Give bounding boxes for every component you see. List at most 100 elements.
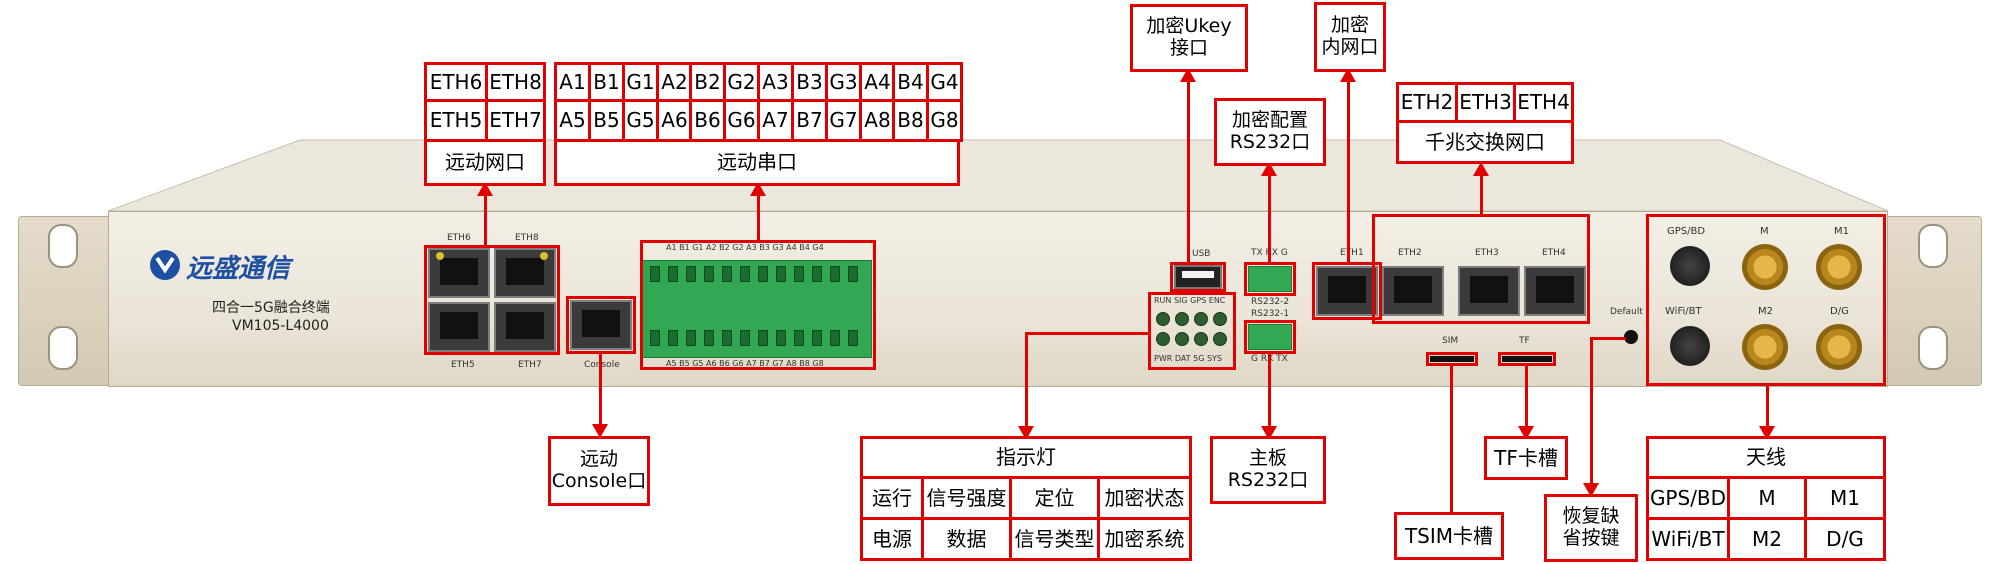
callout-serial-pin: B2	[689, 62, 726, 102]
port-label-eth6: ETH6	[447, 233, 471, 243]
reset-button[interactable]	[1624, 330, 1638, 344]
port-label-eth5: ETH5	[451, 360, 475, 370]
highlight-tf	[1498, 352, 1556, 366]
model-number: VM105-L4000	[232, 318, 329, 334]
terminal-pin	[650, 266, 660, 282]
callout-serial-pin: A3	[757, 62, 794, 102]
wifi-antenna-connector[interactable]	[1670, 326, 1710, 366]
rs232-config-terminal[interactable]	[1248, 266, 1292, 292]
sim-label: SIM	[1442, 336, 1459, 346]
tf-label: TF	[1519, 336, 1530, 346]
callout-serial-pin: B7	[791, 99, 828, 142]
callout-eth5: ETH5	[424, 99, 488, 142]
callout-ukey: 加密Ukey 接口	[1130, 4, 1248, 72]
terminal-pin	[848, 266, 858, 282]
callout-tsim: TSIM卡槽	[1394, 512, 1504, 560]
antenna-label-m2: M2	[1758, 306, 1773, 317]
callout-main-rs232: 主板 RS232口	[1210, 436, 1326, 504]
callout-eth6: ETH6	[424, 62, 488, 102]
eth1-port[interactable]	[1316, 266, 1378, 316]
eth5-port[interactable]	[428, 302, 490, 352]
tf-slot[interactable]	[1502, 356, 1552, 362]
mount-slot-icon	[1918, 326, 1948, 370]
leader-line	[1766, 386, 1769, 428]
antenna-label-gps: GPS/BD	[1667, 226, 1706, 237]
callout-inner-net: 加密 内网口	[1314, 2, 1386, 72]
callout-indicator-cell: 加密状态	[1097, 476, 1192, 520]
callout-serial-pin: B4	[892, 62, 929, 102]
console-port[interactable]	[570, 300, 632, 350]
usb-tongue	[1182, 271, 1214, 278]
callout-tf: TF卡槽	[1484, 436, 1568, 480]
callout-indicator-title: 指示灯	[860, 436, 1192, 479]
eth2-port[interactable]	[1382, 266, 1444, 316]
terminal-pin	[686, 330, 696, 346]
terminal-pin	[722, 330, 732, 346]
callout-switch-title: 千兆交换网口	[1396, 120, 1574, 164]
m-antenna-connector[interactable]	[1742, 244, 1788, 290]
callout-serial-pin: A7	[757, 99, 794, 142]
callout-eth7: ETH7	[485, 99, 546, 142]
leader-line	[1480, 168, 1483, 214]
callout-eth-title: 远动网口	[424, 139, 546, 186]
m1-antenna-connector[interactable]	[1816, 244, 1862, 290]
port-label-eth3: ETH3	[1475, 248, 1499, 258]
terminal-pin	[758, 330, 768, 346]
callout-serial-pin: A4	[859, 62, 896, 102]
eth4-port[interactable]	[1524, 266, 1586, 316]
dg-antenna-connector[interactable]	[1816, 324, 1862, 370]
callout-serial-pin: A5	[554, 99, 591, 142]
callout-serial-pin: G6	[723, 99, 760, 142]
model-name: 四合一5G融合终端	[212, 300, 330, 316]
antenna-label-m: M	[1760, 226, 1769, 237]
gps-antenna-connector[interactable]	[1670, 246, 1710, 286]
highlight-antennas	[1646, 214, 1886, 386]
callout-eth3: ETH3	[1455, 82, 1516, 123]
status-led-icon	[1156, 312, 1170, 326]
eth7-port[interactable]	[494, 302, 556, 352]
callout-reset: 恢复缺 省按键	[1544, 494, 1638, 562]
terminal-pin	[650, 330, 660, 346]
highlight-eth1	[1312, 262, 1382, 320]
callout-antenna-cell: GPS/BD	[1646, 476, 1730, 520]
callout-serial-pin: B5	[588, 99, 625, 142]
status-led-icon	[1213, 332, 1227, 346]
default-label: Default	[1610, 307, 1643, 317]
callout-antenna-cell: M2	[1727, 517, 1807, 561]
callout-serial-pin: A8	[859, 99, 896, 142]
callout-serial-pin: A1	[554, 62, 591, 102]
callout-eth8: ETH8	[485, 62, 546, 102]
logo-text: 远盛通信	[186, 254, 291, 284]
led-label-top: RUN SIG GPS ENC	[1154, 296, 1226, 305]
led-label-bottom: PWR DAT 5G SYS	[1154, 354, 1223, 363]
leader-line	[1268, 354, 1271, 428]
terminal-pin	[794, 266, 804, 282]
sim-slot[interactable]	[1430, 356, 1474, 362]
highlight-console	[566, 296, 636, 354]
terminal-pin	[704, 266, 714, 282]
callout-serial-pin: G8	[926, 99, 963, 142]
leader-line	[1187, 74, 1190, 262]
m2-antenna-connector[interactable]	[1742, 324, 1788, 370]
highlight-leds	[1148, 292, 1236, 370]
mount-slot-icon	[48, 326, 78, 370]
terminal-label-bottom: A5 B5 G5 A6 B6 G6 A7 B7 G7 A8 B8 G8	[666, 359, 824, 368]
port-label-eth2: ETH2	[1398, 248, 1422, 258]
callout-serial-pin: A2	[656, 62, 693, 102]
logo-icon	[150, 250, 180, 280]
highlight-terminal	[640, 240, 876, 370]
port-label-eth7: ETH7	[518, 360, 542, 370]
port-label-eth1: ETH1	[1340, 248, 1364, 258]
port-label-eth4: ETH4	[1542, 248, 1566, 258]
terminal-pin	[758, 266, 768, 282]
leader-line	[1025, 332, 1149, 335]
callout-serial-pin: G4	[926, 62, 963, 102]
eth3-port[interactable]	[1458, 266, 1520, 316]
status-led-icon	[1213, 312, 1227, 326]
terminal-pin	[740, 266, 750, 282]
leader-line	[1025, 332, 1028, 428]
leader-line	[1590, 337, 1626, 340]
rs232-main-terminal[interactable]	[1248, 324, 1292, 350]
callout-indicator-cell: 加密系统	[1097, 517, 1192, 561]
highlight-usb	[1170, 262, 1226, 292]
